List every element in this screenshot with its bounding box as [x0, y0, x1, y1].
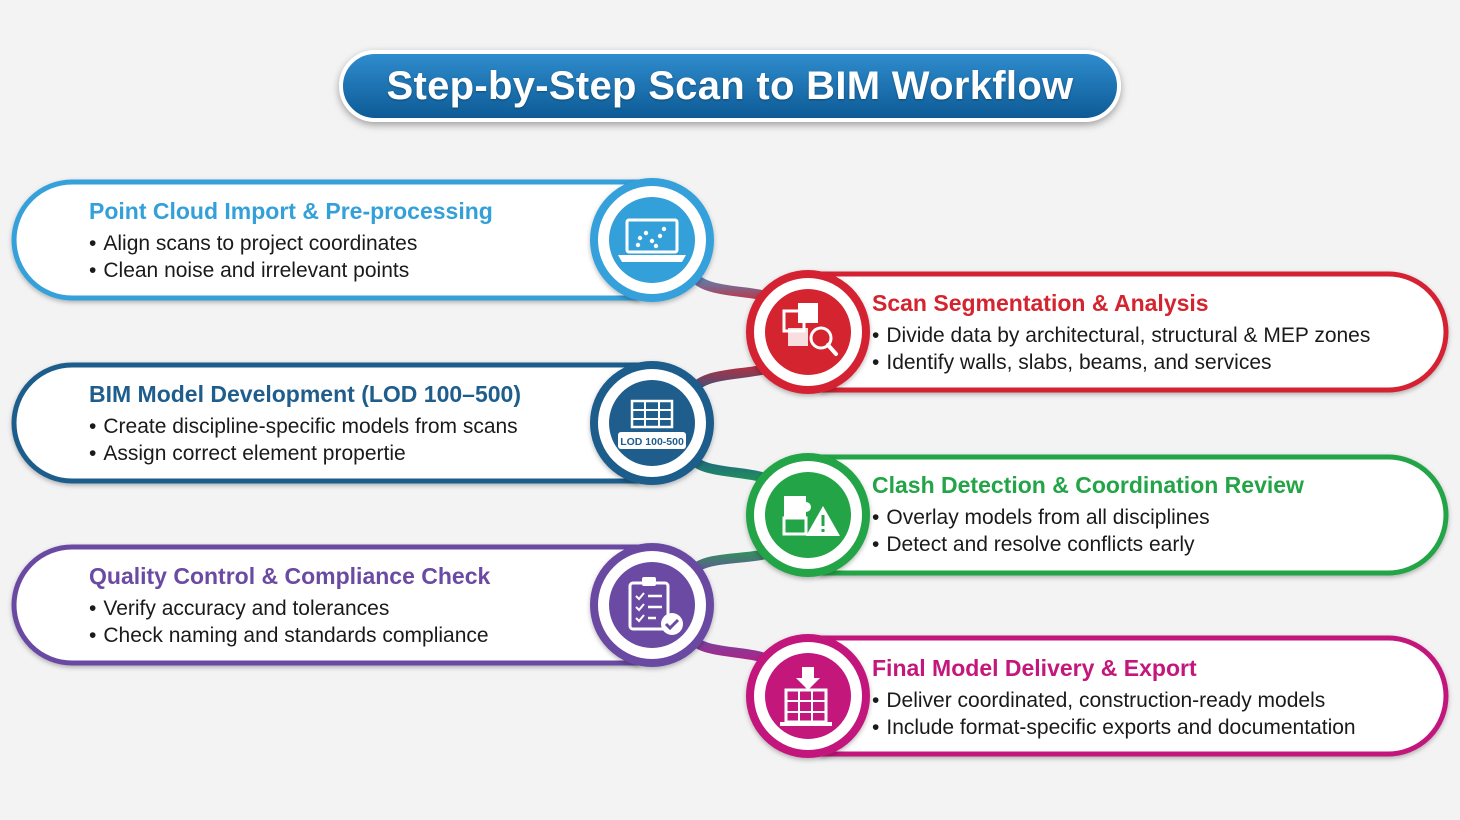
step-5-text: Quality Control & Compliance Check Verif…: [89, 563, 490, 649]
step-5-title: Quality Control & Compliance Check: [89, 563, 491, 589]
step-2-bullet-1: Divide data by architectural, structural…: [872, 322, 1370, 349]
step-1-bullet-1: Align scans to project coordinates: [89, 230, 493, 257]
step-1-bullet-2: Clean noise and irrelevant points: [89, 257, 493, 284]
step-4-bullets: Overlay models from all disciplines Dete…: [872, 504, 1304, 558]
step-6-title: Final Model Delivery & Export: [872, 655, 1197, 681]
step-6-bullet-1: Deliver coordinated, construction-ready …: [872, 687, 1356, 714]
step-1-title: Point Cloud Import & Pre-processing: [89, 198, 493, 224]
checklist-clipboard-icon: [628, 577, 683, 635]
page-title: Step-by-Step Scan to BIM Workflow: [386, 63, 1074, 108]
step-2-bullet-2: Identify walls, slabs, beams, and servic…: [872, 349, 1370, 376]
step-5-bullets: Verify accuracy and tolerances Check nam…: [89, 595, 490, 649]
step-2-title: Scan Segmentation & Analysis: [872, 290, 1209, 316]
step-4-bullet-2: Detect and resolve conflicts early: [872, 531, 1304, 558]
step-5-bullet-1: Verify accuracy and tolerances: [89, 595, 490, 622]
step-2-text: Scan Segmentation & Analysis Divide data…: [872, 290, 1370, 376]
step-4-text: Clash Detection & Coordination Review Ov…: [872, 472, 1304, 558]
step-6-bullet-2: Include format-specific exports and docu…: [872, 714, 1355, 741]
step-4-bullet-1: Overlay models from all disciplines: [872, 504, 1304, 531]
model-export-icon: [780, 667, 832, 726]
step-3-bullet-2: Assign correct element propertie: [89, 440, 521, 467]
step-3-bullet-1: Create discipline-specific models from s…: [89, 413, 521, 440]
step-3-title: BIM Model Development (LOD 100–500): [89, 381, 521, 407]
step-1-text: Point Cloud Import & Pre-processing Alig…: [89, 198, 493, 284]
step-6-text: Final Model Delivery & Export Deliver co…: [872, 655, 1356, 741]
lod-badge-label: LOD 100-500: [620, 436, 684, 448]
step-3-bullets: Create discipline-specific models from s…: [89, 413, 521, 467]
puzzle-warning-icon: [782, 496, 840, 536]
step-6-bullets: Deliver coordinated, construction-ready …: [872, 687, 1356, 741]
step-2-bullets: Divide data by architectural, structural…: [872, 322, 1370, 376]
step-5-bullet-2: Check naming and standards compliance: [89, 622, 490, 649]
laptop-point-cloud-icon: [618, 218, 686, 262]
title-banner: Step-by-Step Scan to BIM Workflow: [339, 50, 1121, 122]
building-block-icon: [618, 399, 686, 449]
step-1-bullets: Align scans to project coordinates Clean…: [89, 230, 493, 284]
step-3-text: BIM Model Development (LOD 100–500) Crea…: [89, 381, 521, 467]
step-4-title: Clash Detection & Coordination Review: [872, 472, 1304, 498]
cubes-magnifier-icon: [782, 303, 838, 356]
